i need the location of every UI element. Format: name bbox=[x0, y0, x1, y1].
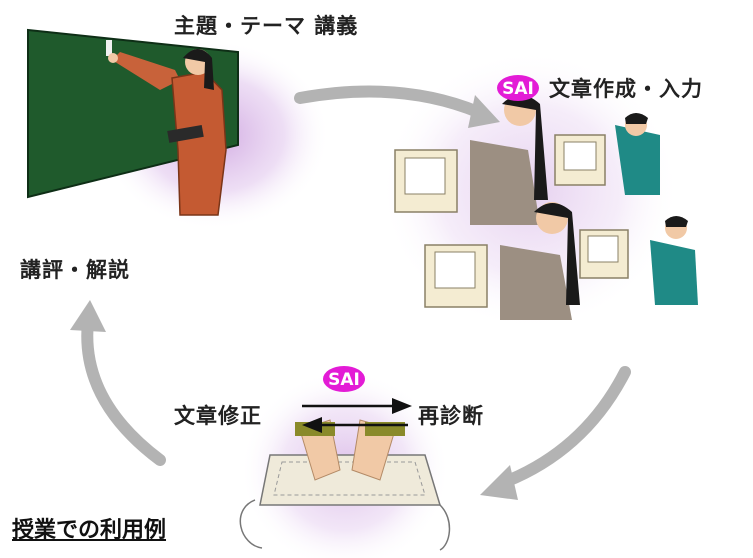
arrow-lecture-to-writing-head bbox=[468, 95, 500, 128]
arrow-lecture-to-writing bbox=[294, 85, 484, 118]
arrow-keyboard-to-review bbox=[81, 316, 166, 466]
review-label: 講評・解説 bbox=[20, 258, 130, 282]
students-scene bbox=[380, 50, 698, 330]
svg-text:SAI: SAI bbox=[328, 370, 360, 390]
arrow-keyboard-to-review-head bbox=[70, 300, 106, 332]
revise-label: 文章修正 bbox=[174, 404, 262, 428]
teacher-scene bbox=[27, 28, 330, 230]
sai-badge-bottom: SAI bbox=[323, 366, 365, 392]
figure-caption: 授業での利用例 bbox=[12, 518, 167, 543]
lecture-label: 主題・テーマ 講義 bbox=[174, 14, 359, 38]
chalk bbox=[106, 40, 112, 56]
rediagnose-label: 再診断 bbox=[418, 404, 484, 428]
arrow-writing-to-keyboard bbox=[499, 366, 631, 488]
teacher-figure bbox=[108, 49, 227, 216]
svg-text:SAI: SAI bbox=[502, 79, 534, 99]
keyboard bbox=[259, 454, 442, 506]
arrow-to-revise-head bbox=[302, 417, 322, 433]
arrow-writing-to-keyboard-head bbox=[480, 465, 518, 500]
writing-label: 文章作成・入力 bbox=[549, 77, 703, 101]
sai-badge-top: SAI bbox=[497, 75, 539, 101]
arrow-to-rediagnose-head bbox=[392, 398, 412, 414]
keyboard-scene bbox=[239, 370, 451, 558]
